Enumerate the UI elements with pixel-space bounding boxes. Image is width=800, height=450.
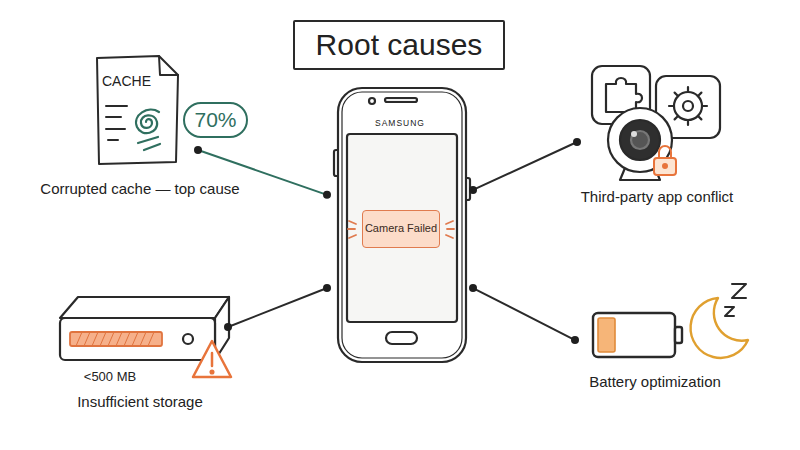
warning-symbol <box>193 341 231 377</box>
storage-drive-icon <box>60 318 215 360</box>
cause-caption: Battery optimization <box>565 373 745 391</box>
error-message: Camera Failed <box>363 211 439 247</box>
warning-symbol <box>211 371 214 374</box>
phone-illustration <box>386 332 417 344</box>
alert-rays <box>348 221 454 238</box>
storage-drive-icon <box>183 334 193 344</box>
capacity-label: <500 MB <box>65 369 155 385</box>
connector-dot <box>224 323 232 331</box>
cause-caption: Third-party app conflict <box>567 188 747 206</box>
icon-label: CACHE <box>102 73 166 90</box>
lock-symbol <box>663 164 667 168</box>
cause-caption: Insufficient storage <box>40 393 240 411</box>
connector-line <box>473 288 575 340</box>
battery-icon <box>598 318 615 352</box>
lock-symbol <box>659 146 671 158</box>
lock-symbol <box>654 158 676 175</box>
storage-drive-icon <box>76 332 154 346</box>
phone-illustration <box>347 134 457 322</box>
cause-group: Battery optimization <box>575 290 785 420</box>
connector-dot <box>571 336 579 344</box>
cause-group: Corrupted cache — top cause70% <box>40 50 198 150</box>
phone-illustration <box>385 98 417 102</box>
cache-document-icon <box>97 56 178 164</box>
corruption-spiral <box>136 110 160 150</box>
battery-icon <box>593 313 682 357</box>
sleep-moon-symbol <box>691 284 748 358</box>
app-conflict-icon <box>669 87 707 125</box>
connector-dot <box>194 146 202 154</box>
cause-group: Third-party app conflict <box>577 60 777 220</box>
app-conflict-icon <box>631 131 649 149</box>
connector-dot <box>323 284 331 292</box>
app-conflict-icon <box>683 101 693 111</box>
warning-symbol <box>193 341 231 377</box>
cause-group: Insufficient storage <box>40 290 228 420</box>
storage-drive-icon <box>60 297 229 318</box>
cache-document-icon <box>159 56 178 75</box>
phone-illustration <box>334 88 470 362</box>
cause-caption: Corrupted cache — top cause <box>30 180 250 198</box>
cache-document-icon <box>106 106 127 140</box>
sleep-moon-symbol <box>725 284 746 316</box>
app-conflict-icon <box>592 66 720 180</box>
battery-icon <box>593 313 675 357</box>
warning-symbol <box>211 353 214 366</box>
phone-device: SAMSUNG Camera Failed <box>327 88 473 362</box>
lock-symbol <box>654 146 676 175</box>
corruption-spiral <box>138 137 160 150</box>
corruption-spiral <box>136 110 159 133</box>
percent-badge: 70% <box>183 102 248 138</box>
title-box: Root causes <box>293 20 505 70</box>
connector-line <box>198 150 327 195</box>
battery-icon <box>675 327 682 343</box>
cache-document-icon <box>97 56 178 164</box>
phone-illustration <box>342 92 462 358</box>
connector-dot <box>323 191 331 199</box>
connector-line <box>228 288 327 327</box>
title-text: Root causes <box>316 28 483 62</box>
connector-dot <box>469 284 477 292</box>
error-screen-box: Camera Failed <box>362 210 440 248</box>
app-conflict-icon <box>631 131 637 137</box>
percent-value: 70% <box>185 104 246 136</box>
brand-text: SAMSUNG <box>327 118 473 128</box>
connector-line <box>473 142 577 190</box>
alert-rays <box>348 221 454 238</box>
storage-drive-icon <box>60 297 229 360</box>
app-conflict-icon <box>606 78 642 112</box>
sleep-moon-symbol <box>691 298 748 358</box>
phone-illustration <box>369 98 375 104</box>
connector-dot <box>469 186 477 194</box>
phone-illustration <box>338 88 466 362</box>
storage-drive-icon <box>70 332 162 346</box>
app-conflict-icon <box>620 120 660 160</box>
connector-dot <box>573 138 581 146</box>
